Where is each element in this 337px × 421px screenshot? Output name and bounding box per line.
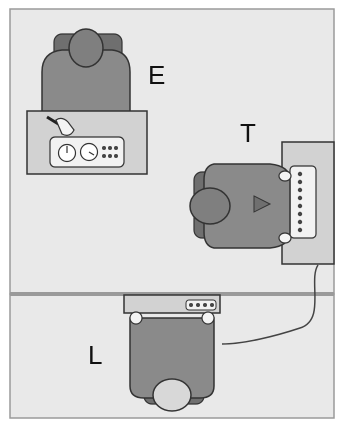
learner-figure — [124, 295, 220, 411]
label-experimenter: E — [148, 60, 165, 90]
label-teacher: T — [240, 118, 256, 148]
dial-icon — [59, 145, 76, 162]
buttons-row-icon — [186, 300, 216, 310]
generator-panel — [290, 166, 316, 238]
clock-icon — [81, 144, 98, 161]
label-learner: L — [88, 340, 102, 370]
